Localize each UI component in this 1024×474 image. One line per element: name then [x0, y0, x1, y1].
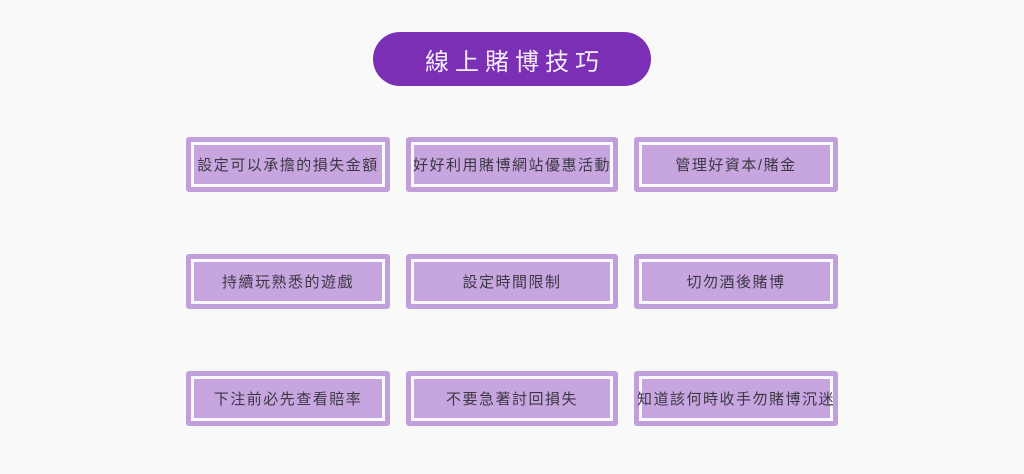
tip-box-use-site-promotions: 好好利用賭博網站優惠活動	[406, 137, 618, 192]
title-badge: 線上賭博技巧	[373, 32, 651, 86]
tip-label: 管理好資本/賭金	[675, 157, 797, 174]
tip-box-check-odds-first: 下注前必先查看賠率	[186, 371, 390, 426]
tip-box-no-chasing-losses: 不要急著討回損失	[406, 371, 618, 426]
tip-box-set-loss-limit: 設定可以承擔的損失金額	[186, 137, 390, 192]
tip-box-play-familiar-games: 持續玩熟悉的遊戲	[186, 254, 390, 309]
tip-box-set-time-limit: 設定時間限制	[406, 254, 618, 309]
tip-box-know-when-to-stop: 知道該何時收手勿賭博沉迷	[634, 371, 838, 426]
tip-label: 持續玩熟悉的遊戲	[221, 274, 354, 291]
page-title: 線上賭博技巧	[425, 48, 605, 76]
tip-label: 設定可以承擔的損失金額	[197, 157, 379, 174]
tip-label: 好好利用賭博網站優惠活動	[412, 157, 611, 174]
tip-label: 知道該何時收手勿賭博沉迷	[637, 391, 836, 408]
tip-label: 不要急著討回損失	[445, 391, 578, 408]
tips-grid: 設定可以承擔的損失金額 好好利用賭博網站優惠活動 管理好資本/賭金 持續玩熟悉的…	[186, 137, 838, 426]
tip-box-manage-bankroll: 管理好資本/賭金	[634, 137, 838, 192]
tip-label: 設定時間限制	[462, 274, 562, 291]
tip-box-no-drunk-gambling: 切勿酒後賭博	[634, 254, 838, 309]
tip-label: 切勿酒後賭博	[686, 274, 786, 291]
tip-label: 下注前必先查看賠率	[213, 391, 363, 408]
